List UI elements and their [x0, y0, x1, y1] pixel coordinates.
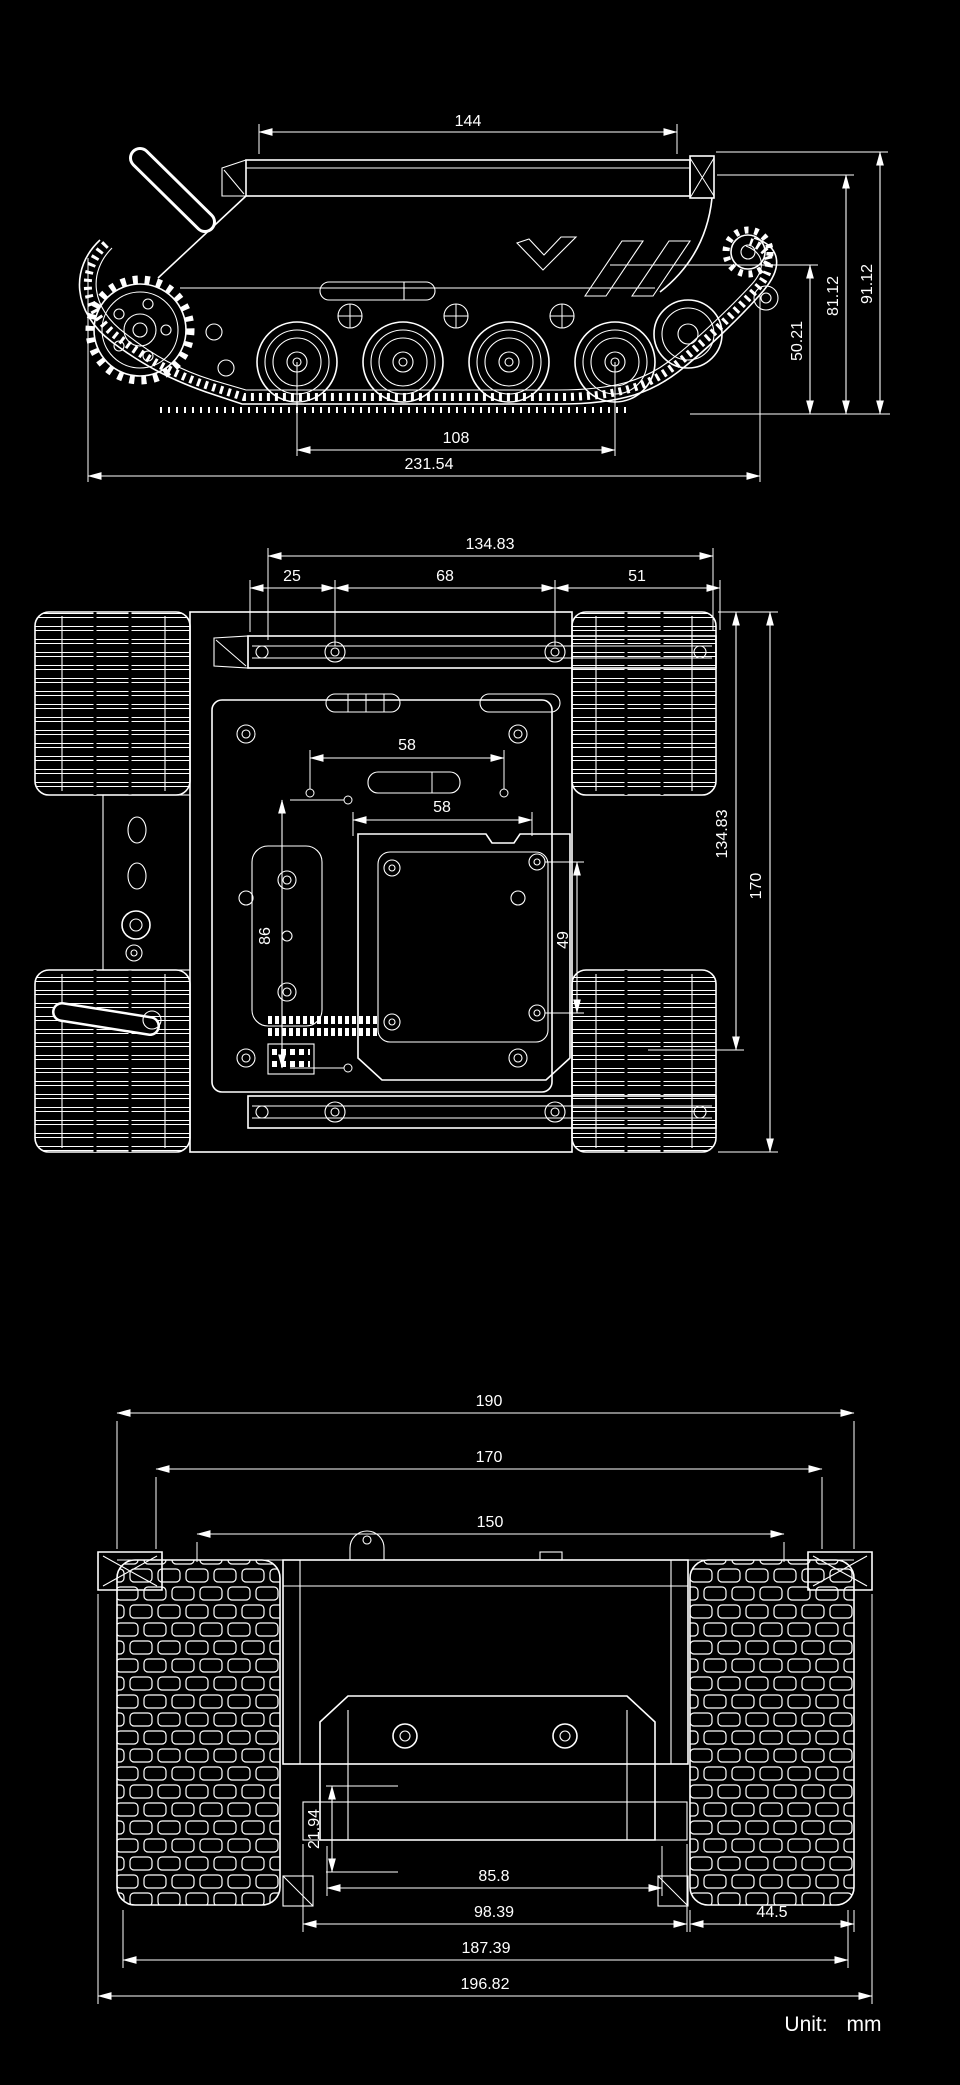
left-side-panel: [52, 794, 191, 1036]
brand-logo-mark: [515, 236, 692, 297]
rear-idler-wheels: [653, 226, 779, 369]
front-body-panel: [282, 1559, 689, 1765]
dim-top-rail-span: 134.83: [466, 536, 515, 553]
unit-value: mm: [847, 2013, 882, 2036]
dim-top-length-body: 134.83: [714, 809, 731, 858]
dim-top-hole-pitch-lower: 58: [433, 799, 451, 816]
dim-side-height-hull: 81.12: [825, 276, 842, 316]
chassis-plate: [189, 611, 573, 1153]
dim-top-mount-pitch: 49: [555, 931, 572, 949]
track-band: [78, 237, 778, 413]
side-dimensions: 144 50.21 81.12 91.12 108 231.54: [87, 113, 890, 482]
track-unit: [571, 611, 717, 796]
road-wheel: [362, 321, 444, 403]
side-top-rail: [221, 155, 715, 199]
front-arm: [129, 147, 216, 233]
antenna: [349, 1530, 563, 1561]
dim-top-seg-front: 25: [283, 568, 301, 585]
pin-header-connector: [267, 1016, 380, 1075]
dim-side-height-mid: 50.21: [789, 321, 806, 361]
dim-top-seg-mid: 68: [436, 568, 454, 585]
dim-top-seg-rear: 51: [628, 568, 646, 585]
dim-side-rail-length: 144: [455, 113, 482, 130]
mount-plate: [211, 693, 561, 1093]
dim-front-bracket-height: 21.94: [306, 1809, 323, 1849]
front-lower-bracket: [302, 1695, 688, 1841]
dim-top-hole-pitch-upper: 58: [398, 737, 416, 754]
slot-plate: [251, 845, 323, 1027]
front-dimensions: 190 170 150 21.94 85.8 98.39 44.5 187.39: [97, 1393, 873, 2004]
front-crossbar: [213, 635, 717, 669]
top-track-units: [34, 611, 717, 1153]
dim-top-slot-height: 86: [257, 927, 274, 945]
dim-front-width-inner: 170: [476, 1449, 503, 1466]
power-switch-lever: [52, 1002, 162, 1036]
dim-front-width-body: 187.39: [462, 1940, 511, 1957]
tensioner-screws: [337, 303, 575, 329]
dim-side-height-overall: 91.12: [859, 264, 876, 304]
controller-bracket: [357, 833, 571, 1081]
top-view: 134.83 25 68 51 58 58 86 49 134.83: [34, 536, 778, 1153]
dim-side-length-overall: 231.54: [405, 456, 454, 473]
front-view: 190 170 150 21.94 85.8 98.39 44.5 187.39: [97, 1393, 873, 2004]
dim-front-track-width: 44.5: [756, 1904, 787, 1921]
unit-label: Unit:: [784, 2013, 827, 2036]
rear-crossbar: [247, 1095, 717, 1129]
dim-front-bracket-width: 98.39: [474, 1904, 514, 1921]
track-unit: [34, 611, 191, 796]
front-track-right: [689, 1559, 855, 1906]
track-unit: [571, 969, 717, 1153]
track-unit: [34, 969, 191, 1153]
hull-outline: [157, 195, 713, 377]
dim-side-wheelbase: 108: [443, 430, 470, 447]
dim-front-width-track-outer: 190: [476, 1393, 503, 1410]
track-feet: [282, 1875, 689, 1907]
side-view: 144 50.21 81.12 91.12 108 231.54: [78, 113, 890, 482]
dim-front-width-hull: 150: [477, 1514, 504, 1531]
unit-note: Unit: mm: [784, 2013, 881, 2036]
top-dimensions: 134.83 25 68 51 58 58 86 49 134.83: [249, 536, 778, 1153]
front-track-left: [116, 1559, 281, 1906]
dim-top-length-overall: 170: [748, 873, 765, 900]
dim-front-width-max: 196.82: [461, 1976, 510, 1993]
drive-sprocket: [85, 275, 195, 385]
dim-front-mount-width: 85.8: [478, 1868, 509, 1885]
